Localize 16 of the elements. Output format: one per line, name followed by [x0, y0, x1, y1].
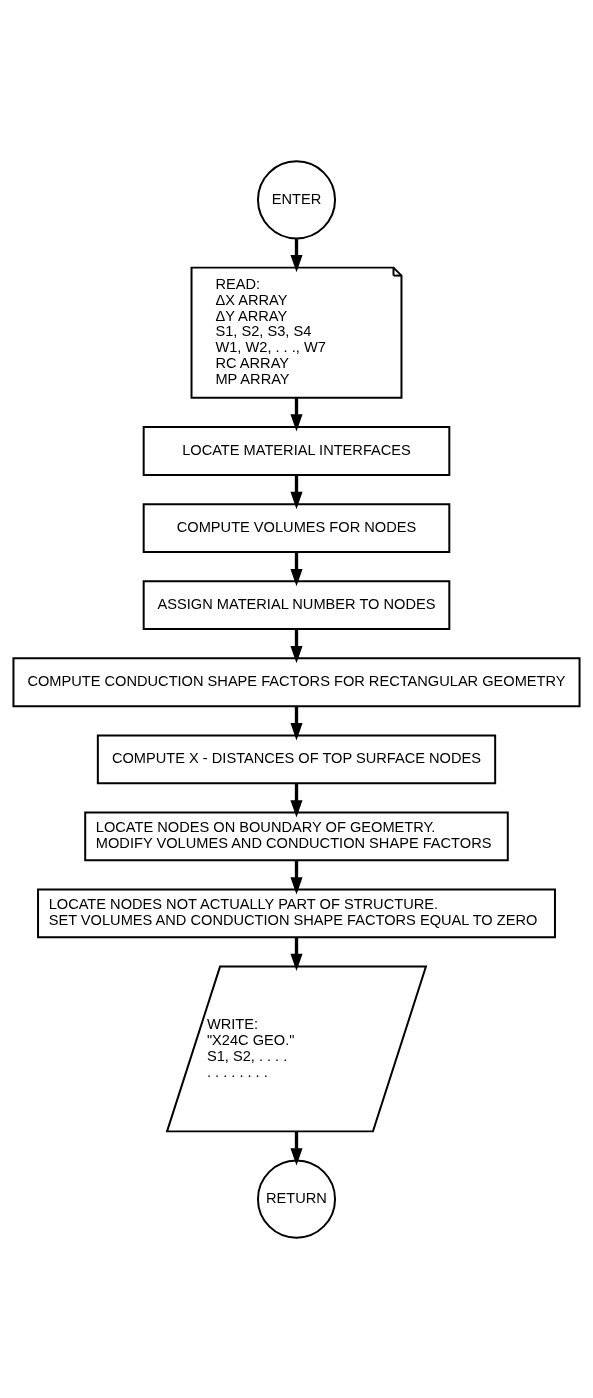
node-box: COMPUTE X - DISTANCES OF TOP SURFACE NODES	[96, 733, 497, 784]
arrow	[290, 705, 303, 740]
node-box: ASSIGN MATERIAL NUMBER TO NODES	[142, 579, 451, 630]
node-box: COMPUTE VOLUMES FOR NODES	[142, 502, 451, 553]
arrow	[290, 1130, 303, 1166]
arrow	[290, 551, 303, 586]
arrow	[290, 474, 303, 509]
node-box: COMPUTE CONDUCTION SHAPE FACTORS FOR RECTANGULAR GEOMETRY	[12, 656, 581, 707]
arrow	[290, 859, 303, 895]
node-circle: RETURN	[256, 1159, 337, 1239]
node-box: LOCATE MATERIAL INTERFACES	[142, 425, 451, 476]
arrow	[290, 782, 303, 817]
node-circle: ENTER	[256, 159, 337, 239]
node-box: LOCATE NODES ON BOUNDARY OF GEOMETRY. MODIFY VOLUMES AND CONDUCTION SHAPE FACTORS	[84, 810, 509, 861]
arrow	[290, 628, 303, 663]
node-box: LOCATE NODES NOT ACTUALLY PART OF STRUCTURE. SET VOLUMES AND CONDUCTION SHAPE FACTORS EQUAL TO ZERO	[37, 888, 556, 938]
